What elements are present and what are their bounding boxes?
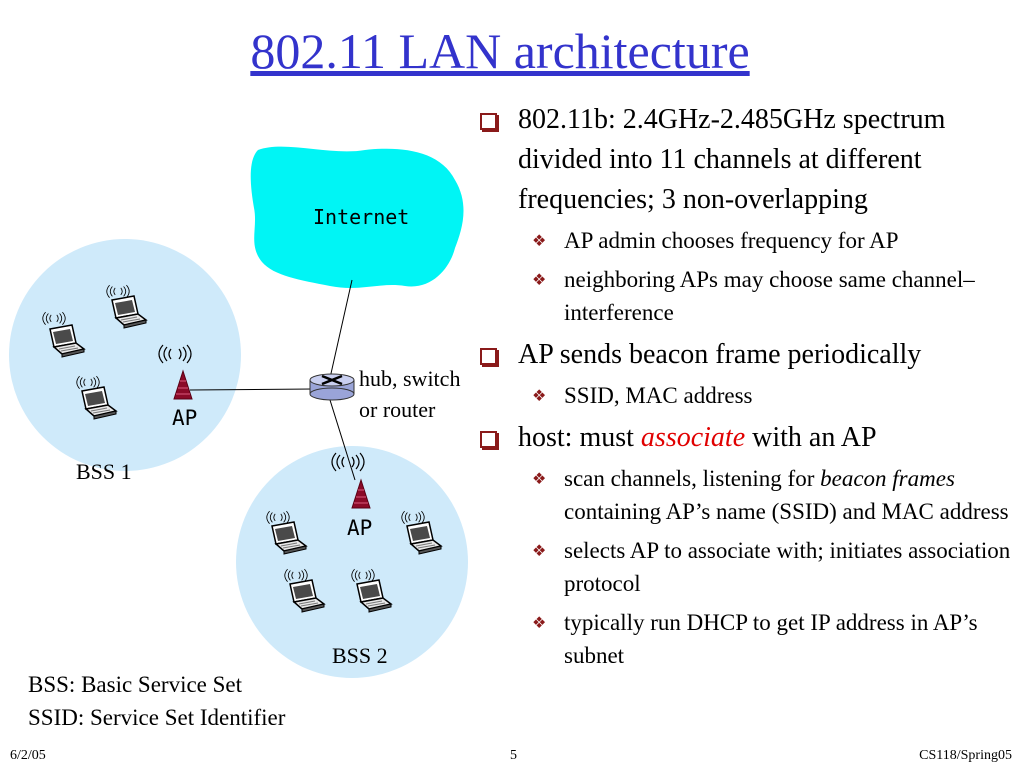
square-bullet-icon	[480, 348, 497, 365]
bullet-text: AP sends beacon frame periodically	[518, 339, 922, 370]
square-bullet-icon	[480, 113, 497, 130]
router-label-line1: hub, switch	[359, 366, 461, 391]
beacon-frames-emphasis: beacon frames	[820, 466, 955, 491]
bss1-label: BSS 1	[76, 459, 132, 484]
bullet-item: AP sends beacon frame periodically	[478, 335, 1018, 375]
internet-label: Internet	[313, 205, 410, 229]
sub-bullet-text-post: containing AP’s name (SSID) and MAC addr…	[564, 499, 1009, 524]
diamond-bullet-icon: ❖	[532, 469, 547, 488]
link-router-internet	[329, 279, 353, 379]
sub-bullet-text: AP admin chooses frequency for AP	[564, 228, 899, 253]
sub-bullet-item: ❖ typically run DHCP to get IP address i…	[478, 606, 1018, 672]
bullet-text-post: with an AP	[745, 422, 877, 453]
associate-emphasis: associate	[640, 422, 746, 453]
footer-date: 6/2/05	[10, 748, 46, 763]
diamond-bullet-icon: ❖	[532, 386, 547, 405]
ap2-label: AP	[347, 516, 373, 540]
router-icon	[309, 373, 355, 401]
bullet-item: 802.11b: 2.4GHz-2.485GHz spectrum divide…	[478, 100, 1018, 220]
sub-bullet-text: neighboring APs may choose same channel–…	[564, 267, 975, 325]
link-router-ap1	[189, 388, 314, 391]
ssid-definition: SSID: Service Set Identifier	[28, 705, 286, 730]
sub-bullet-item: ❖ neighboring APs may choose same channe…	[478, 263, 1018, 329]
sub-bullet-text-pre: scan channels, listening for	[564, 466, 821, 491]
bss2-label: BSS 2	[332, 643, 388, 668]
diamond-bullet-icon: ❖	[532, 613, 547, 632]
bss-definition: BSS: Basic Service Set	[28, 672, 243, 697]
bss2-circle	[236, 446, 468, 678]
footer-course: CS118/Spring05	[919, 748, 1012, 763]
diamond-bullet-icon: ❖	[532, 270, 547, 289]
sub-bullet-item: ❖ SSID, MAC address	[478, 379, 1018, 412]
footer-page-number: 5	[510, 748, 517, 763]
ap1-label: AP	[172, 406, 198, 430]
sub-bullet-text: SSID, MAC address	[564, 383, 753, 408]
sub-bullet-item: ❖ selects AP to associate with; initiate…	[478, 534, 1018, 600]
diamond-bullet-icon: ❖	[532, 231, 547, 250]
bss1-circle	[9, 239, 241, 471]
sub-bullet-text: typically run DHCP to get IP address in …	[564, 610, 978, 668]
bullet-item: host: must associate with an AP	[478, 418, 1018, 458]
bullet-text-pre: host: must	[518, 422, 641, 453]
router-label-line2: or router	[359, 397, 436, 422]
diamond-bullet-icon: ❖	[532, 541, 547, 560]
square-bullet-icon	[480, 431, 497, 448]
bullet-text: 802.11b: 2.4GHz-2.485GHz spectrum divide…	[518, 104, 946, 215]
network-diagram	[9, 146, 468, 678]
internet-cloud	[250, 146, 464, 288]
sub-bullet-item: ❖ AP admin chooses frequency for AP	[478, 224, 1018, 257]
bullet-list: 802.11b: 2.4GHz-2.485GHz spectrum divide…	[478, 100, 1018, 678]
sub-bullet-text: selects AP to associate with; initiates …	[564, 538, 1011, 596]
link-router-ap2	[329, 399, 356, 481]
sub-bullet-item: ❖ scan channels, listening for beacon fr…	[478, 462, 1018, 528]
slide-title: 802.11 LAN architecture	[250, 23, 750, 79]
